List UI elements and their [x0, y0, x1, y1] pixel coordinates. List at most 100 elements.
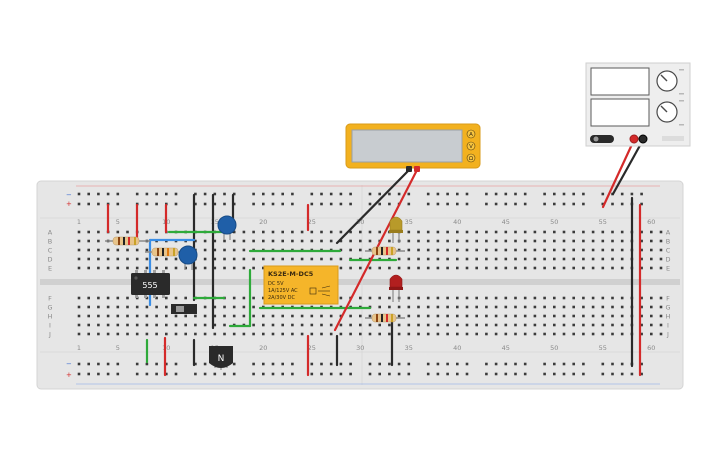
breadboard-hole[interactable]	[145, 257, 149, 261]
breadboard-hole[interactable]	[514, 323, 517, 327]
breadboard-hole[interactable]	[426, 257, 430, 261]
breadboard-hole[interactable]	[397, 266, 401, 270]
breadboard-hole[interactable]	[407, 239, 411, 243]
breadboard-hole[interactable]	[601, 305, 605, 309]
rail-hole[interactable]	[572, 372, 575, 376]
rail-hole[interactable]	[203, 192, 207, 196]
breadboard-hole[interactable]	[97, 248, 100, 252]
breadboard-hole[interactable]	[155, 314, 158, 318]
breadboard-hole[interactable]	[659, 266, 663, 270]
breadboard-hole[interactable]	[640, 230, 643, 234]
breadboard-hole[interactable]	[87, 239, 90, 243]
breadboard-hole[interactable]	[465, 296, 469, 300]
breadboard-hole[interactable]	[126, 314, 129, 318]
rail-hole[interactable]	[543, 192, 546, 196]
breadboard-hole[interactable]	[203, 305, 207, 309]
breadboard-hole[interactable]	[562, 248, 566, 252]
rail-hole[interactable]	[388, 192, 391, 196]
rail-hole[interactable]	[116, 372, 120, 376]
breadboard-hole[interactable]	[194, 239, 197, 243]
breadboard-hole[interactable]	[523, 230, 527, 234]
breadboard-hole[interactable]	[475, 266, 478, 270]
breadboard-hole[interactable]	[465, 314, 469, 318]
breadboard-hole[interactable]	[97, 266, 100, 270]
breadboard-hole[interactable]	[359, 332, 362, 336]
breadboard-hole[interactable]	[591, 230, 595, 234]
breadboard-hole[interactable]	[87, 323, 90, 327]
breadboard-hole[interactable]	[572, 266, 575, 270]
breadboard-hole[interactable]	[465, 305, 469, 309]
breadboard-hole[interactable]	[397, 323, 401, 327]
rail-hole[interactable]	[223, 192, 226, 196]
breadboard-hole[interactable]	[582, 257, 585, 261]
breadboard-hole[interactable]	[145, 305, 149, 309]
rail-hole[interactable]	[426, 202, 430, 206]
breadboard-hole[interactable]	[87, 266, 90, 270]
breadboard-hole[interactable]	[494, 230, 498, 234]
breadboard-hole[interactable]	[232, 257, 236, 261]
breadboard-hole[interactable]	[281, 230, 284, 234]
rail-hole[interactable]	[523, 192, 527, 196]
rail-hole[interactable]	[562, 362, 566, 366]
breadboard-hole[interactable]	[436, 296, 440, 300]
breadboard-hole[interactable]	[300, 239, 304, 243]
breadboard-hole[interactable]	[106, 305, 110, 309]
rail-hole[interactable]	[523, 372, 527, 376]
power-supply-terminal-black[interactable]	[638, 134, 648, 144]
breadboard-hole[interactable]	[359, 230, 362, 234]
breadboard-hole[interactable]	[475, 323, 478, 327]
breadboard-hole[interactable]	[378, 305, 381, 309]
breadboard-hole[interactable]	[320, 239, 323, 243]
breadboard-hole[interactable]	[514, 266, 517, 270]
breadboard-hole[interactable]	[359, 296, 362, 300]
breadboard-hole[interactable]	[533, 230, 537, 234]
breadboard-hole[interactable]	[203, 332, 207, 336]
breadboard-hole[interactable]	[465, 266, 469, 270]
rail-hole[interactable]	[155, 372, 158, 376]
breadboard-hole[interactable]	[262, 239, 265, 243]
breadboard-hole[interactable]	[562, 332, 566, 336]
rail-hole[interactable]	[378, 202, 381, 206]
breadboard-hole[interactable]	[572, 332, 575, 336]
breadboard-hole[interactable]	[368, 230, 372, 234]
breadboard-hole[interactable]	[436, 323, 440, 327]
breadboard-hole[interactable]	[504, 266, 508, 270]
breadboard-hole[interactable]	[591, 323, 595, 327]
breadboard-hole[interactable]	[165, 266, 168, 270]
breadboard-hole[interactable]	[504, 323, 508, 327]
breadboard-hole[interactable]	[242, 332, 246, 336]
rail-hole[interactable]	[426, 362, 430, 366]
rail-hole[interactable]	[97, 362, 100, 366]
rail-hole[interactable]	[562, 202, 566, 206]
breadboard-hole[interactable]	[494, 332, 498, 336]
breadboard-hole[interactable]	[242, 266, 246, 270]
breadboard-hole[interactable]	[329, 230, 333, 234]
rail-hole[interactable]	[523, 362, 527, 366]
rail-hole[interactable]	[291, 192, 294, 196]
rail-hole[interactable]	[252, 362, 255, 366]
rail-hole[interactable]	[611, 372, 614, 376]
breadboard-hole[interactable]	[174, 314, 178, 318]
rail-hole[interactable]	[77, 362, 81, 366]
breadboard-hole[interactable]	[242, 257, 246, 261]
breadboard-hole[interactable]	[611, 239, 614, 243]
breadboard-hole[interactable]	[262, 314, 265, 318]
breadboard-hole[interactable]	[339, 239, 343, 243]
rail-hole[interactable]	[601, 192, 605, 196]
breadboard-hole[interactable]	[620, 332, 624, 336]
breadboard-hole[interactable]	[300, 314, 304, 318]
breadboard-hole[interactable]	[514, 305, 517, 309]
rail-hole[interactable]	[155, 362, 158, 366]
breadboard-hole[interactable]	[378, 296, 381, 300]
breadboard-hole[interactable]	[252, 314, 255, 318]
rail-hole[interactable]	[155, 202, 158, 206]
breadboard-hole[interactable]	[650, 257, 653, 261]
breadboard-hole[interactable]	[456, 230, 459, 234]
rail-hole[interactable]	[232, 202, 236, 206]
resistor[interactable]	[105, 236, 150, 246]
breadboard-hole[interactable]	[494, 296, 498, 300]
breadboard-hole[interactable]	[213, 257, 217, 261]
breadboard-hole[interactable]	[611, 230, 614, 234]
rail-hole[interactable]	[582, 362, 585, 366]
rail-hole[interactable]	[252, 372, 255, 376]
